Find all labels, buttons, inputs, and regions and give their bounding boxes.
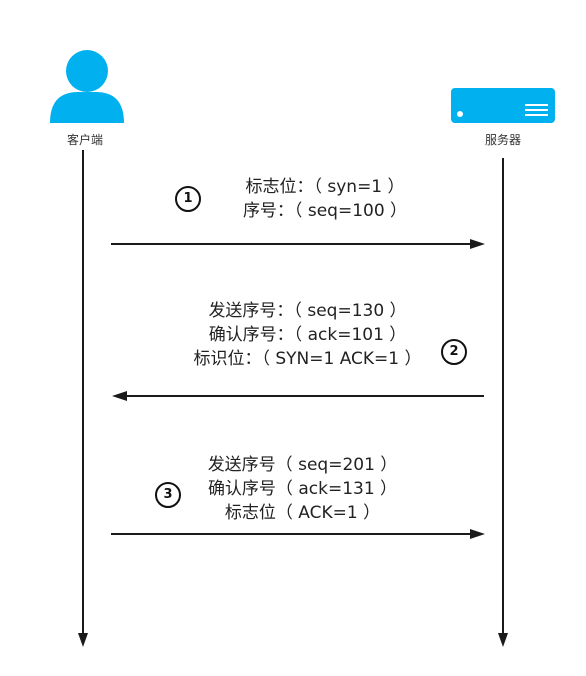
step-badge-2: 2 xyxy=(441,339,467,365)
step-badge-1: 1 xyxy=(175,186,201,212)
message-3-text: 发送序号（ seq=201 ） 确认序号（ ack=131 ） 标志位（ ACK… xyxy=(195,453,410,525)
message-3-line-2: 确认序号（ ack=131 ） xyxy=(207,479,398,499)
message-1-text: 标志位：（ syn=1 ） 序号：（ seq=100 ） xyxy=(220,175,430,223)
message-3-line-3: 标志位（ ACK=1 ） xyxy=(224,503,381,523)
server-label: 服务器 xyxy=(484,133,521,147)
client-lifeline xyxy=(78,150,88,647)
step-badge-3: 3 xyxy=(155,482,181,508)
message-1-line-2: 序号：（ seq=100 ） xyxy=(242,201,408,221)
message-3-line-1: 发送序号（ seq=201 ） xyxy=(207,455,398,475)
message-2-line-3: 标识位：（ SYN=1 ACK=1 ） xyxy=(193,349,422,369)
message-2-line-1: 发送序号：（ seq=130 ） xyxy=(208,301,407,321)
user-icon xyxy=(50,50,124,123)
message-1-line-1: 标志位：（ syn=1 ） xyxy=(245,177,405,197)
message-2-text: 发送序号：（ seq=130 ） 确认序号：（ ack=101 ） 标识位：（ … xyxy=(180,299,435,371)
message-2-line-2: 确认序号：（ ack=101 ） xyxy=(208,325,407,345)
server-icon xyxy=(451,88,555,123)
server-lifeline xyxy=(498,158,508,647)
message-arrow-1 xyxy=(111,239,485,249)
client-label: 客户端 xyxy=(66,133,103,147)
message-arrow-2 xyxy=(112,391,484,401)
message-arrow-3 xyxy=(111,529,485,539)
